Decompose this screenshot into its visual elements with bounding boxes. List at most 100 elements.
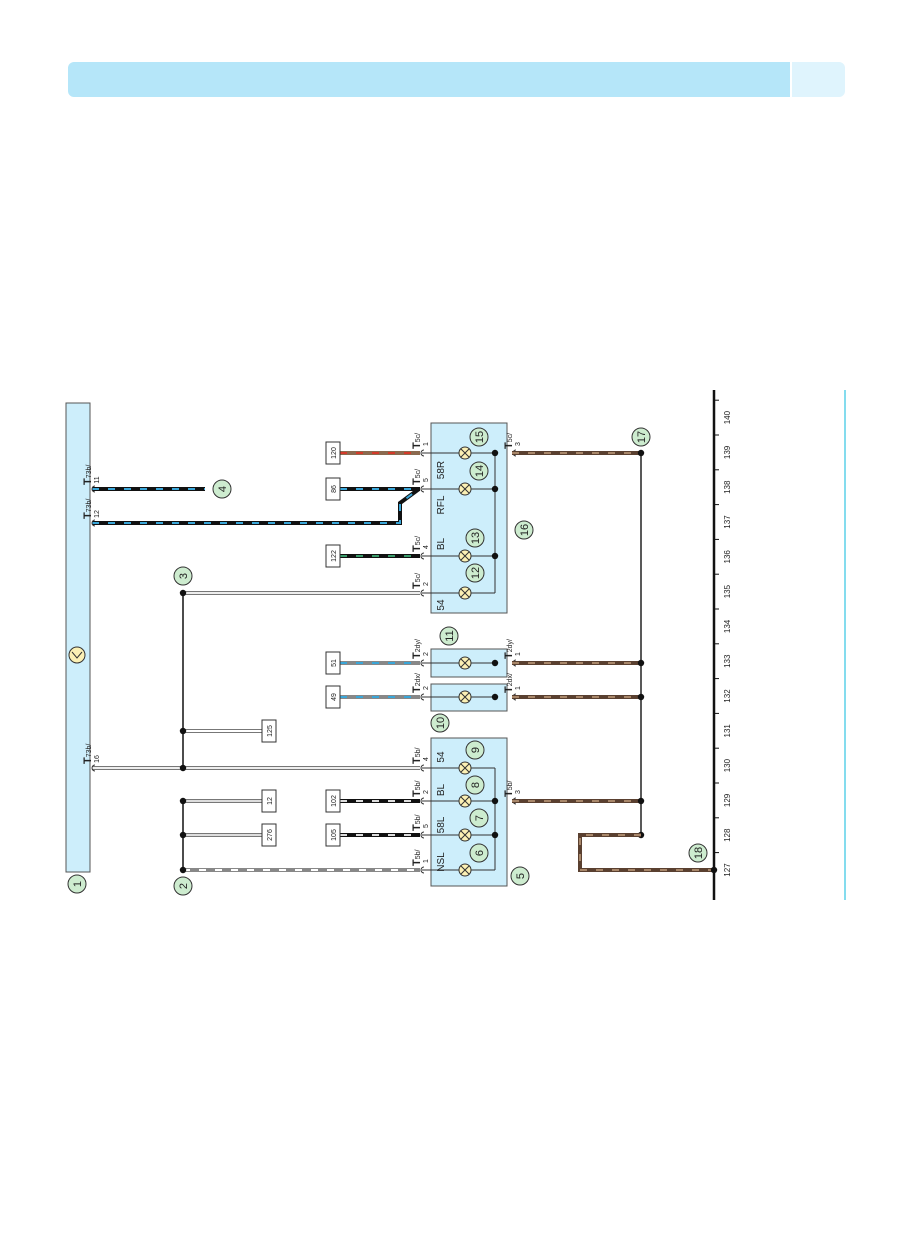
conn-right-9-label: T2dy/ [503,639,515,659]
ref-box-51-label: 51 [331,659,338,667]
lamp-5-3-cross [460,865,470,875]
conn-t73b-12-pin-number: 12 [94,510,101,518]
conn-left-15-pin [420,866,425,874]
junction-dot [491,693,499,701]
badge-4-label: 4 [217,486,229,492]
badge-17 [631,427,651,447]
conn-right-11-pin-number: 1 [515,686,522,690]
badge-11-label: 11 [444,630,456,641]
control-unit-symbol-icon [68,646,86,664]
badge-18 [688,843,708,863]
ref-box-125-label: 125 [267,725,274,737]
junction-dot [637,659,645,667]
junction-dot [491,485,499,493]
conn-left-6-pin-number: 2 [423,582,430,586]
control-unit-1 [65,402,91,873]
conn-left-14-label: T5b/ [411,814,423,831]
header-bar [68,62,790,97]
conn-left-12-pin [420,764,425,772]
lamp-16-2-cross [460,551,470,561]
ref-box-49-label: 49 [331,693,338,701]
conn-t73b-11-pin-number: 11 [94,476,101,483]
badge-1-label: 1 [72,881,84,887]
ref-box-125 [261,719,277,743]
ref-box-105-label: 105 [331,829,338,841]
conn-left-10-label: T2dx/ [411,673,423,693]
badge-12-label: 12 [470,567,482,579]
scale-label-139: 139 [723,445,732,459]
control-unit-symbol-mark [71,651,83,659]
ref-box-86 [325,477,341,501]
conn-left-13-pin [420,797,425,805]
lamp-16-1-cross [460,484,470,494]
conn-right-7-pin-number: 3 [515,442,522,446]
junction-dot [179,727,187,735]
junction-dot [179,797,187,805]
scale-label-127: 127 [723,863,732,877]
scale-label-133: 133 [723,654,732,668]
badge-9 [465,740,485,760]
conn-left-12-label: T5b/ [411,747,423,764]
junction-dot [179,831,187,839]
ref-box-120-label: 120 [331,447,338,459]
lamp-11-cross [460,658,470,668]
badge-8 [465,775,485,795]
conn-t73b-11-pin [91,485,96,493]
badge-5-label: 5 [515,873,527,879]
badge-12 [465,563,485,583]
conn-t73b-16-label: T73b/ [82,744,94,764]
badge-16-label: 16 [519,524,531,536]
ref-box-86-label: 86 [331,485,338,493]
conn-right-9-pin-number: 1 [515,652,522,656]
conn-t73b-16-pin-number: 16 [94,755,101,763]
badge-2 [173,876,193,896]
conn-t73b-11-label: T73b/ [82,465,94,485]
lamp-5-1-cross [460,796,470,806]
conn-left-6-pin [420,589,425,597]
conn-t73b-12-label: T73b/ [82,499,94,519]
badge-14 [469,461,489,481]
scale-label-136: 136 [723,550,732,564]
badge-3-label: 3 [178,573,190,579]
badge-11 [439,626,459,646]
conn-left-5-pin [420,552,425,560]
junction-dot [491,659,499,667]
ref-box-12-label: 12 [267,797,274,805]
badge-16 [514,520,534,540]
conn-left-15-label: T5b/ [411,849,423,866]
lamp-16-0-cross [460,448,470,458]
conn-left-14-pin [420,831,425,839]
conn-left-4-pin [420,485,425,493]
badge-15-label: 15 [474,431,486,443]
terminal-bl-16: BL [436,537,447,550]
junction-dot [710,866,718,874]
lamp-10-cross [460,692,470,702]
badge-4 [212,479,232,499]
ref-box-49 [325,685,341,709]
conn-left-8-pin [420,659,425,667]
lamp-5-0-cross [460,763,470,773]
ref-box-102-label: 102 [331,795,338,807]
junction-dot [637,693,645,701]
conn-left-3-label: T5c/ [411,433,423,449]
conn-left-3-pin [420,449,425,457]
conn-t73b-16-pin [91,764,96,772]
badge-6 [469,843,489,863]
ref-box-120 [325,441,341,465]
scale-label-135: 135 [723,584,732,598]
scale-label-131: 131 [723,724,732,738]
badge-3 [173,566,193,586]
conn-left-3-pin-number: 1 [423,442,430,446]
junction-dot [179,589,187,597]
conn-right-16-pin-number: 3 [515,790,522,794]
junction-dot [637,797,645,805]
badge-18-label: 18 [693,847,705,859]
badge-17-label: 17 [636,431,648,443]
rear-light-left-5 [430,737,508,887]
badge-6-label: 6 [474,850,486,856]
badge-14-label: 14 [474,465,486,477]
conn-left-15-pin-number: 1 [423,859,430,863]
terminal-54-16: 54 [436,599,447,611]
conn-left-5-label: T5c/ [411,536,423,552]
